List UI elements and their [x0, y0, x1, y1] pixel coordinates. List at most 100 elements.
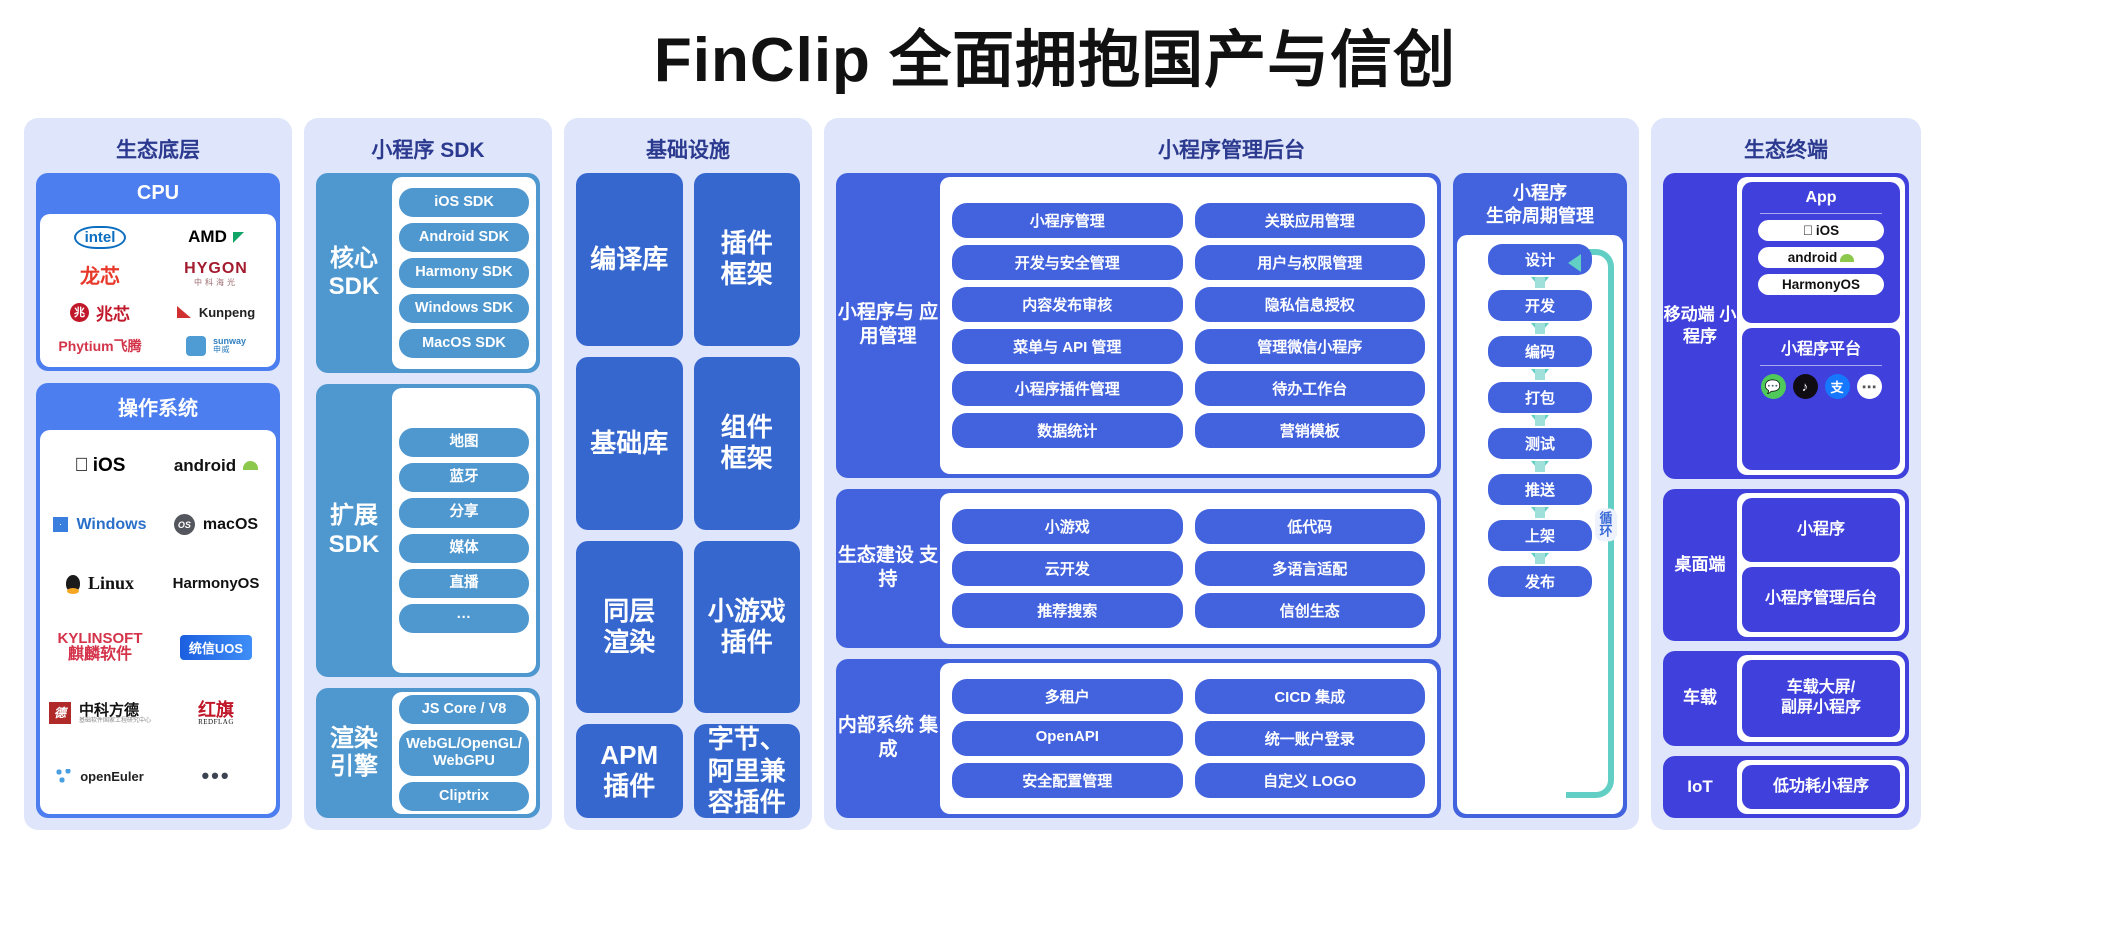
- terminal-item-desktop-admin[interactable]: 小程序管理后台: [1742, 567, 1900, 632]
- alipay-icon[interactable]: 支: [1824, 374, 1850, 400]
- miniapp-platform-icons: 💬 ♪ 支 ⋯: [1760, 372, 1882, 400]
- logo-openeuler: openEuler: [56, 745, 144, 808]
- lifecycle-step-push[interactable]: 推送: [1488, 474, 1592, 505]
- panel-title-ecosystem-base: 生态底层: [116, 139, 200, 162]
- infra-box-component-framework[interactable]: 组件 框架: [693, 356, 800, 530]
- douyin-icon[interactable]: ♪: [1792, 374, 1818, 400]
- panel-title-terminals: 生态终端: [1744, 139, 1828, 162]
- admin-pill-cloud-dev[interactable]: 云开发: [952, 550, 1183, 586]
- admin-pill-custom-logo[interactable]: 自定义 LOGO: [1194, 762, 1425, 798]
- sdk-pill-android[interactable]: Android SDK: [399, 223, 529, 253]
- terminal-section-iot: IoT 低功耗小程序: [1663, 755, 1909, 818]
- sdk-pill-share[interactable]: 分享: [399, 498, 529, 528]
- sdk-pill-cliptrix[interactable]: Cliptrix: [399, 782, 529, 812]
- admin-pill-xinchuang-ecosystem[interactable]: 信创生态: [1194, 592, 1425, 628]
- terminal-section-automotive: 车载 车载大屏/ 副屏小程序: [1663, 650, 1909, 746]
- admin-pill-linked-app-management[interactable]: 关联应用管理: [1194, 202, 1425, 238]
- logo-more: •••: [201, 763, 231, 789]
- lifecycle-step-publish[interactable]: 发布: [1488, 566, 1592, 597]
- logo-android: android: [174, 436, 259, 495]
- infra-box-base-lib[interactable]: 基础库: [576, 356, 683, 530]
- sdk-pill-bluetooth[interactable]: 蓝牙: [399, 463, 529, 493]
- panel-infrastructure: 基础设施 编译库 插件 框架 基础库 组件 框架 同层 渲染 小游戏 插件 AP…: [564, 118, 812, 830]
- admin-pill-user-permission-management[interactable]: 用户与权限管理: [1194, 244, 1425, 280]
- sdk-pill-ios[interactable]: iOS SDK: [399, 188, 529, 218]
- terminal-card-app-title: App: [1805, 189, 1837, 206]
- sdk-pill-more[interactable]: ···: [399, 603, 529, 633]
- terminal-item-automotive-miniapp[interactable]: 车载大屏/ 副屏小程序: [1742, 659, 1900, 737]
- admin-pill-security-config[interactable]: 安全配置管理: [952, 762, 1183, 798]
- logo-windows: Windows: [53, 495, 147, 553]
- admin-pill-marketing-template[interactable]: 营销模板: [1194, 412, 1425, 448]
- infra-box-compiler-lib[interactable]: 编译库: [576, 173, 683, 346]
- sdk-pill-jscore-v8[interactable]: JS Core / V8: [399, 694, 529, 724]
- lifecycle-title: 小程序 生命周期管理: [1486, 183, 1594, 226]
- admin-pill-privacy-authorization[interactable]: 隐私信息授权: [1194, 286, 1425, 322]
- panel-title-infrastructure: 基础设施: [646, 139, 730, 162]
- arrow-down-icon: [1531, 507, 1549, 518]
- terminal-chip-ios[interactable]: iOS: [1758, 220, 1884, 241]
- arrow-down-icon: [1531, 415, 1549, 426]
- admin-pill-miniapp-management[interactable]: 小程序管理: [952, 202, 1183, 238]
- logo-harmonyos: HarmonyOS: [172, 574, 260, 592]
- admin-pill-dev-security-management[interactable]: 开发与安全管理: [952, 244, 1183, 280]
- lifecycle-step-test[interactable]: 测试: [1488, 428, 1592, 459]
- admin-pill-multi-language[interactable]: 多语言适配: [1194, 550, 1425, 586]
- lifecycle-step-package[interactable]: 打包: [1488, 382, 1592, 413]
- logo-zhaoxin: 兆兆芯: [70, 294, 130, 330]
- admin-pill-menu-api-management[interactable]: 菜单与 API 管理: [952, 328, 1183, 364]
- lifecycle-step-develop[interactable]: 开发: [1488, 290, 1592, 321]
- sdk-pill-macos[interactable]: MacOS SDK: [399, 328, 529, 358]
- arrow-down-icon: [1531, 369, 1549, 380]
- infra-box-bytedance-alibaba-plugin[interactable]: 字节、 阿里兼 容插件: [693, 724, 800, 818]
- terminal-item-desktop-miniapp[interactable]: 小程序: [1742, 497, 1900, 563]
- lifecycle-step-release-store[interactable]: 上架: [1488, 520, 1592, 551]
- logo-loongson: 龙芯: [80, 265, 120, 288]
- terminal-chip-harmonyos[interactable]: HarmonyOS: [1758, 274, 1884, 295]
- admin-sections: 小程序与 应用管理 小程序管理 关联应用管理 开发与安全管理 用户与权限管理 内…: [836, 173, 1441, 818]
- infra-box-plugin-framework[interactable]: 插件 框架: [693, 173, 800, 346]
- terminal-chip-android[interactable]: android: [1758, 247, 1884, 268]
- admin-pill-minigame[interactable]: 小游戏: [952, 508, 1183, 544]
- admin-pill-openapi[interactable]: OpenAPI: [952, 720, 1183, 756]
- sdk-pill-windows[interactable]: Windows SDK: [399, 293, 529, 323]
- logo-intel: intel: [73, 220, 127, 254]
- admin-inner: 小程序与 应用管理 小程序管理 关联应用管理 开发与安全管理 用户与权限管理 内…: [836, 173, 1627, 818]
- sdk-pill-live[interactable]: 直播: [399, 568, 529, 598]
- wechat-icon[interactable]: 💬: [1760, 374, 1786, 400]
- admin-pill-todo-workbench[interactable]: 待办工作台: [1194, 370, 1425, 406]
- infra-box-minigame-plugin[interactable]: 小游戏 插件: [693, 540, 800, 714]
- admin-section-internal-integration-items: 多租户 CICD 集成 OpenAPI 统一账户登录 安全配置管理 自定义 LO…: [940, 662, 1437, 814]
- admin-pill-cicd[interactable]: CICD 集成: [1194, 678, 1425, 714]
- apple-icon: : [1803, 223, 1813, 238]
- admin-pill-multi-tenant[interactable]: 多租户: [952, 678, 1183, 714]
- terminal-card-app: App iOS android HarmonyOS: [1742, 182, 1900, 324]
- terminal-item-iot-miniapp[interactable]: 低功耗小程序: [1742, 764, 1900, 809]
- admin-section-internal-integration-label: 内部系统 集成: [837, 714, 939, 761]
- sdk-group-render-engine-items: JS Core / V8 WebGL/OpenGL/ WebGPU Cliptr…: [392, 692, 536, 814]
- admin-pill-unified-login[interactable]: 统一账户登录: [1194, 720, 1425, 756]
- admin-pill-low-code[interactable]: 低代码: [1194, 508, 1425, 544]
- admin-pill-recommend-search[interactable]: 推荐搜索: [952, 592, 1183, 628]
- sdk-pill-map[interactable]: 地图: [399, 428, 529, 458]
- infra-box-apm-plugin[interactable]: APM 插件: [576, 724, 683, 818]
- sdk-pill-webgl[interactable]: WebGL/OpenGL/ WebGPU: [399, 729, 529, 777]
- lifecycle-step-coding[interactable]: 编码: [1488, 336, 1592, 367]
- admin-pill-content-review[interactable]: 内容发布审核: [952, 286, 1183, 322]
- sdk-pill-media[interactable]: 媒体: [399, 533, 529, 563]
- admin-pill-manage-wechat-miniapp[interactable]: 管理微信小程序: [1194, 328, 1425, 364]
- admin-pill-miniapp-plugin-management[interactable]: 小程序插件管理: [952, 370, 1183, 406]
- panel-title-sdk: 小程序 SDK: [371, 139, 485, 162]
- panel-admin-backend: 小程序管理后台 小程序与 应用管理 小程序管理 关联应用管理 开发与安全管理 用…: [824, 118, 1639, 830]
- divider: [1759, 213, 1883, 214]
- more-icon[interactable]: ⋯: [1856, 374, 1882, 400]
- card-os-header: 操作系统: [118, 398, 198, 420]
- admin-pill-data-statistics[interactable]: 数据统计: [952, 412, 1183, 448]
- panel-title-admin-backend: 小程序管理后台: [1158, 139, 1305, 162]
- infra-box-same-layer-render[interactable]: 同层 渲染: [576, 540, 683, 714]
- lifecycle-panel: 小程序 生命周期管理 循环 设计 开发 编码 打包 测试 推送: [1453, 173, 1627, 818]
- sdk-pill-harmony[interactable]: Harmony SDK: [399, 258, 529, 288]
